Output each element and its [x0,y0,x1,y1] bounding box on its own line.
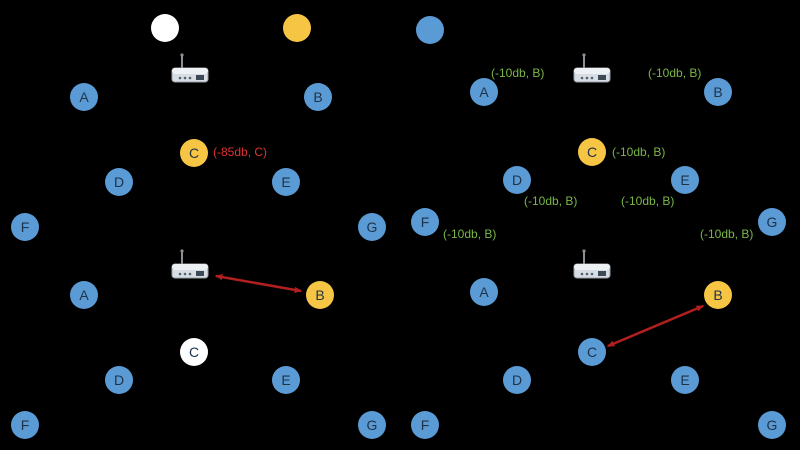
node-b: B [704,281,732,309]
node-g: G [758,208,786,236]
link-arrow [606,304,705,348]
router-icon [167,248,213,288]
node-a: A [470,78,498,106]
node-a: A [70,83,98,111]
node-d: D [105,168,133,196]
signal-annotation: (-10db, B) [524,194,578,208]
signal-annotation: (-10db, B) [700,227,754,241]
node-c: C [578,338,606,366]
node-e: E [671,366,699,394]
node-b: B [304,83,332,111]
signal-annotation: (-10db, B) [443,227,497,241]
node-e: E [671,166,699,194]
signal-annotation: (-85db, C) [213,145,268,159]
legend-node-white [151,14,179,42]
node-c: C [578,138,606,166]
node-e: E [272,168,300,196]
signal-annotation: (-10db, B) [621,194,675,208]
node-d: D [503,166,531,194]
node-f: F [411,411,439,439]
legend-node-blue [416,16,444,44]
node-f: F [11,411,39,439]
node-a: A [470,278,498,306]
link-arrow [214,274,303,293]
node-b: B [704,78,732,106]
signal-annotation: (-10db, B) [648,66,702,80]
node-e: E [272,366,300,394]
node-f: F [411,208,439,236]
node-g: G [758,411,786,439]
node-f: F [11,213,39,241]
router-icon [167,52,213,92]
node-d: D [503,366,531,394]
signal-annotation: (-10db, B) [612,145,666,159]
signal-annotation: (-10db, B) [491,66,545,80]
node-d: D [105,366,133,394]
node-b: B [306,281,334,309]
node-g: G [358,411,386,439]
node-c: C [180,139,208,167]
router-icon [569,248,615,288]
node-a: A [70,281,98,309]
router-icon [569,52,615,92]
node-g: G [358,213,386,241]
legend-node-yellow [283,14,311,42]
node-c: C [180,338,208,366]
